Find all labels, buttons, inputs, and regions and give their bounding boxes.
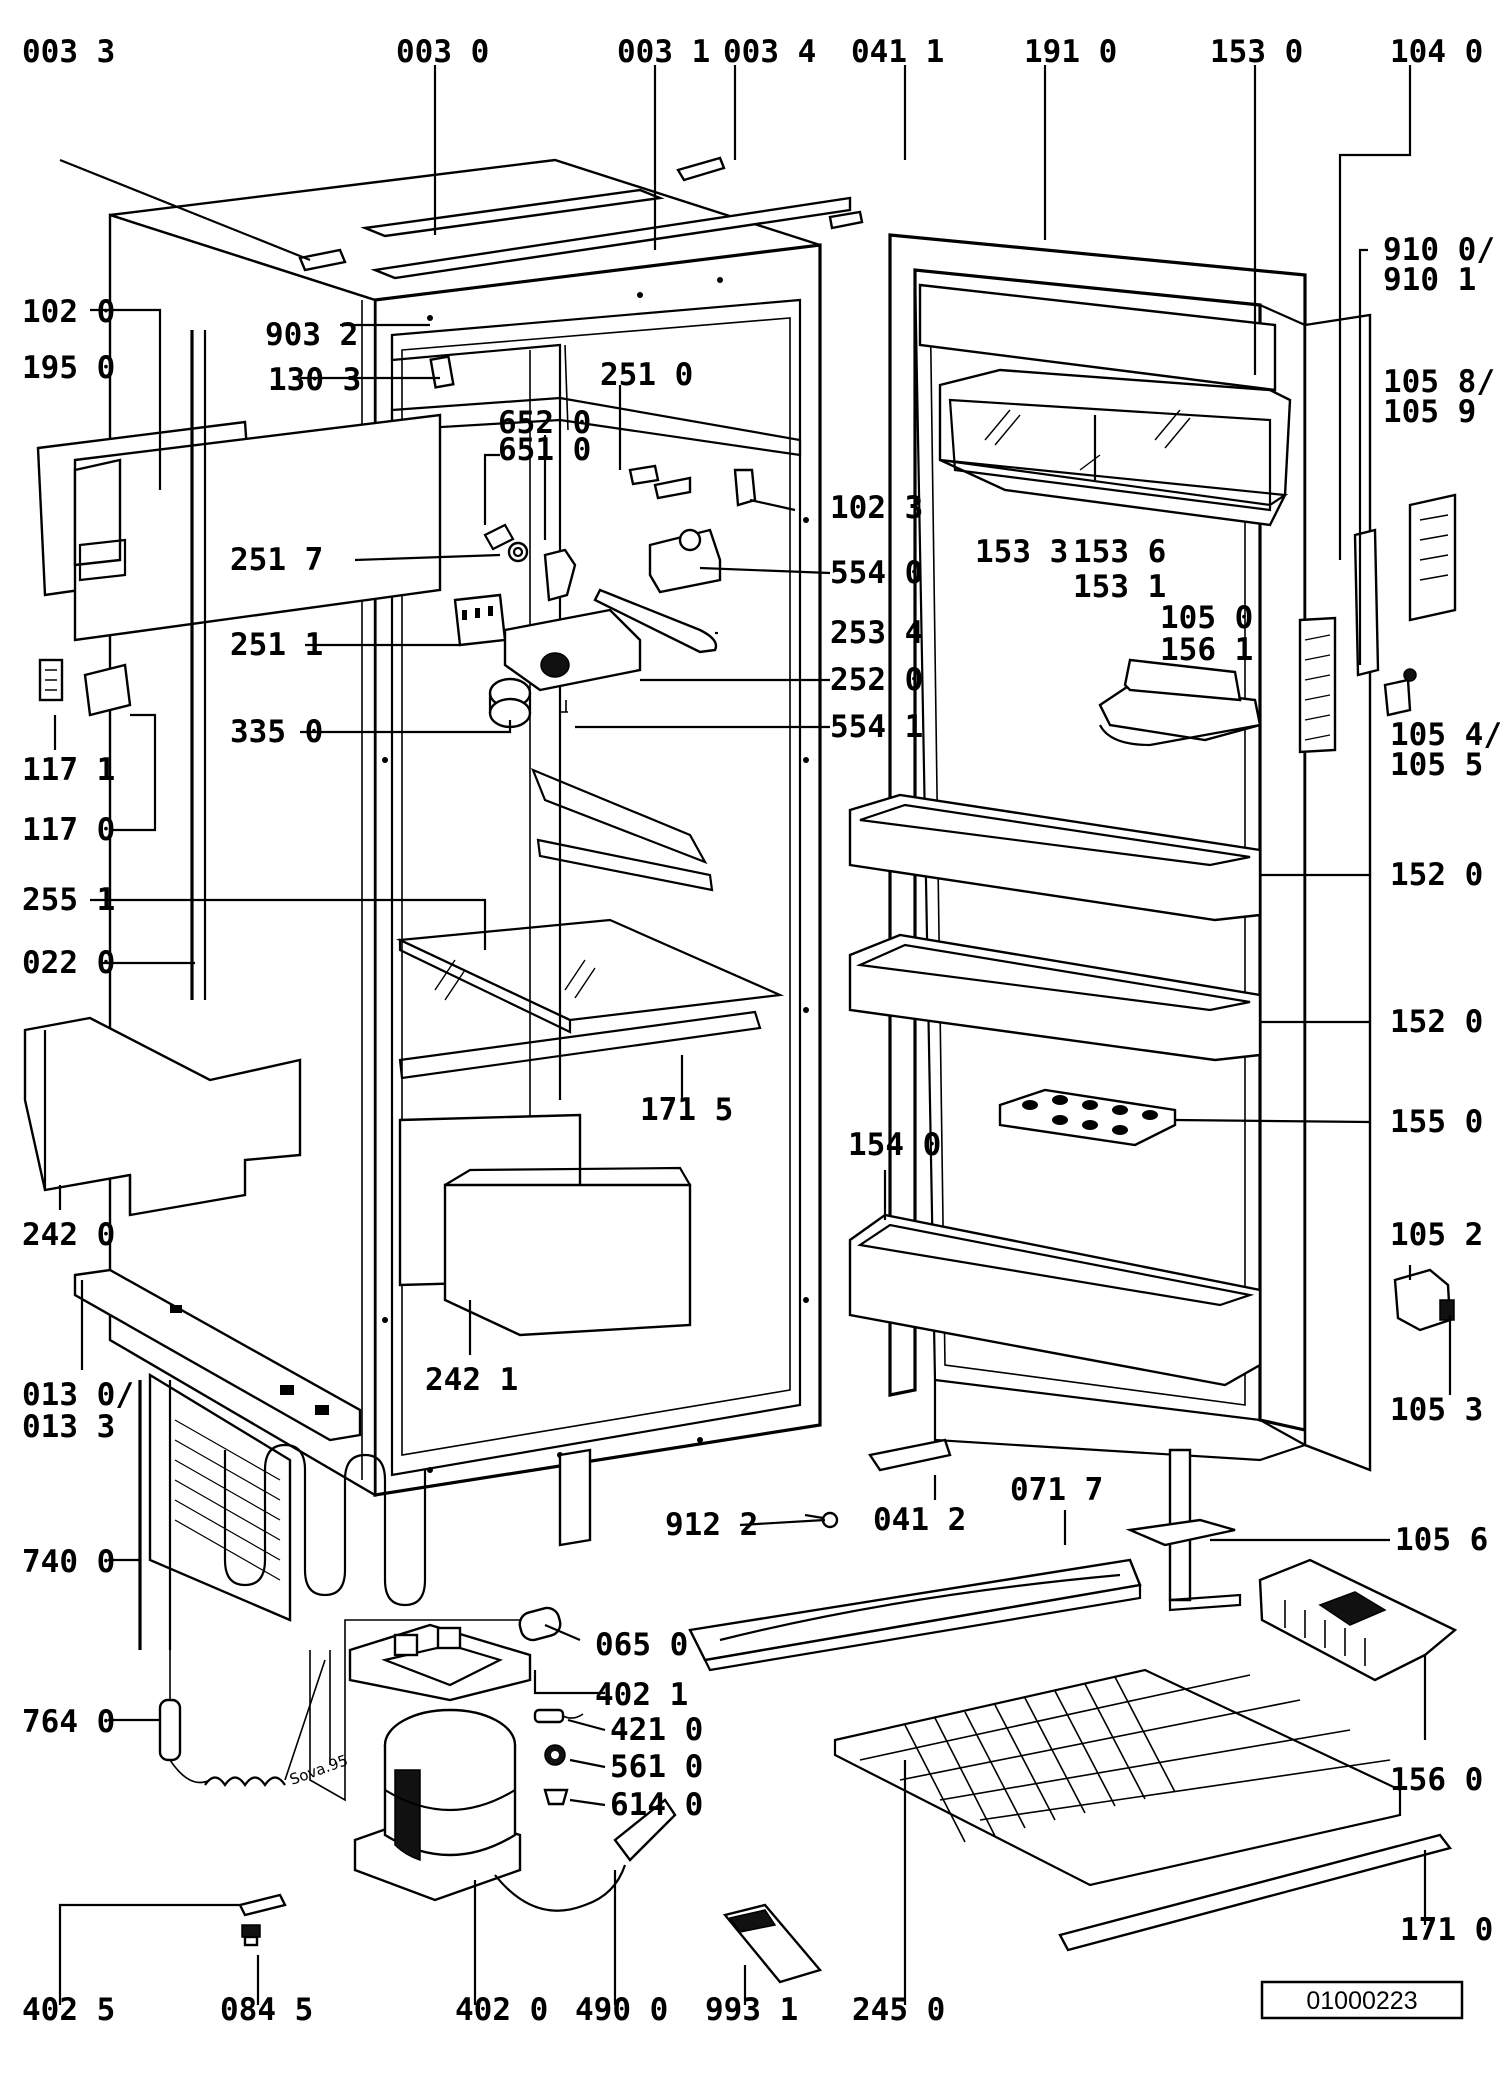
part-label: 022 0	[22, 945, 115, 981]
part-label: 154 0	[848, 1127, 941, 1163]
part-label: 102 3	[830, 490, 923, 526]
part-label: 105 6	[1395, 1522, 1488, 1558]
part-label: 155 0	[1390, 1104, 1483, 1140]
part-label: 041 2	[873, 1502, 966, 1538]
part-label: 003 4	[723, 34, 816, 70]
part-number-labels: 003 3 003 0 003 1 003 4 041 1 191 0 153 …	[22, 34, 1500, 2028]
part-label: 105 4/	[1390, 717, 1500, 753]
part-label: 335 0	[230, 714, 323, 750]
part-label: 402 5	[22, 1992, 115, 2028]
part-label: 242 0	[22, 1217, 115, 1253]
part-label: 903 2	[265, 317, 358, 353]
part-label: 402 0	[455, 1992, 548, 2028]
part-label: 003 0	[396, 34, 489, 70]
handwritten-note: Sova.95	[287, 1751, 350, 1789]
part-label: 910 0/	[1383, 232, 1495, 268]
part-label: 013 0/	[22, 1377, 134, 1413]
part-label: 105 5	[1390, 747, 1483, 783]
part-label: 153 3	[975, 534, 1068, 570]
part-label: 554 1	[830, 709, 923, 745]
part-label: 251 7	[230, 542, 323, 578]
part-label: 156 1	[1160, 632, 1253, 668]
part-label: 252 0	[830, 662, 923, 698]
part-label: 171 5	[640, 1092, 733, 1128]
leader-lines	[53, 65, 1452, 2005]
drawing-number: 01000223	[1306, 1987, 1417, 2015]
part-label: 152 0	[1390, 1004, 1483, 1040]
part-label: 912 2	[665, 1507, 758, 1543]
part-label: 041 1	[851, 34, 944, 70]
part-label: 152 0	[1390, 857, 1483, 893]
condenser-and-compressor-assembly: Sova.95	[138, 1372, 677, 1947]
part-label: 117 0	[22, 812, 115, 848]
part-label: 153 1	[1073, 569, 1166, 605]
part-label: 910 1	[1383, 262, 1476, 298]
freezer-parts	[429, 344, 757, 729]
part-label: 003 1	[617, 34, 710, 70]
part-label: 195 0	[22, 350, 115, 386]
part-label: 253 4	[830, 615, 923, 651]
part-label: 740 0	[22, 1544, 115, 1580]
refrigerator-door	[848, 233, 1457, 1472]
drawing-number-box: 01000223	[1260, 1980, 1464, 2020]
part-label: 191 0	[1024, 34, 1117, 70]
part-label: 156 0	[1390, 1762, 1483, 1798]
part-label: 003 3	[22, 34, 115, 70]
part-label: 153 0	[1210, 34, 1303, 70]
part-label: 402 1	[595, 1677, 688, 1713]
part-label: 105 3	[1390, 1392, 1483, 1428]
part-label: 554 0	[830, 555, 923, 591]
part-label: 993 1	[705, 1992, 798, 2028]
part-label: 245 0	[852, 1992, 945, 2028]
part-label: 255 1	[22, 882, 115, 918]
part-label: 171 0	[1400, 1912, 1493, 1948]
part-label: 105 8/	[1383, 364, 1495, 400]
floor-parts	[688, 1438, 1458, 1984]
part-label: 421 0	[610, 1712, 703, 1748]
part-label: 105 2	[1390, 1217, 1483, 1253]
part-label: 652 0	[498, 405, 591, 441]
part-label: 651 0	[498, 432, 591, 468]
part-label: 065 0	[595, 1627, 688, 1663]
part-label: 071 7	[1010, 1472, 1103, 1508]
part-label: 490 0	[575, 1992, 668, 2028]
part-label: 561 0	[610, 1749, 703, 1785]
part-label: 764 0	[22, 1704, 115, 1740]
part-label: 130 3	[268, 362, 361, 398]
part-label: 153 6	[1073, 534, 1166, 570]
left-side-parts	[23, 330, 442, 1442]
part-label: 242 1	[425, 1362, 518, 1398]
part-label: 013 3	[22, 1409, 115, 1445]
part-label: 251 0	[600, 357, 693, 393]
part-label: 102 0	[22, 294, 115, 330]
part-label: 105 0	[1160, 600, 1253, 636]
part-label: 117 1	[22, 752, 115, 788]
part-label: 084 5	[220, 1992, 313, 2028]
part-label: 105 9	[1383, 394, 1476, 430]
part-label: 251 1	[230, 627, 323, 663]
part-label: 614 0	[610, 1787, 703, 1823]
refrigerator-cabinet	[108, 156, 864, 1498]
part-label: 104 0	[1390, 34, 1483, 70]
